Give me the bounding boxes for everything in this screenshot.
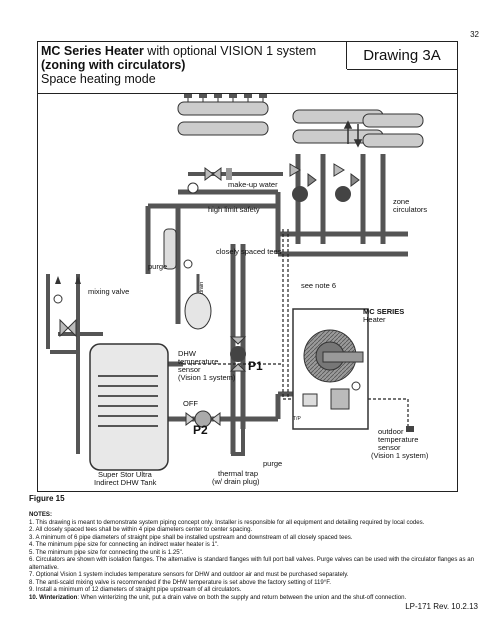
label-purge-1: purge [148,262,167,271]
label-dhw-1: DHW [178,349,197,358]
thermal-trap [231,429,245,456]
circulator-p1 [229,336,247,372]
note-5: 5. The minimum pipe size for connecting … [29,548,184,556]
note-6: 6. Circulators are shown with isolation … [29,556,474,571]
notes-section: NOTES: 1. This drawing is meant to demon… [29,511,474,601]
title-rest: with optional VISION 1 system [143,44,317,58]
notes-heading: NOTES: [29,511,53,518]
air-separator [163,228,193,270]
expansion-tank [184,274,212,330]
title-divider [346,42,347,69]
diagram-labels: make-up water high limit safety closely … [88,180,429,487]
label-purge-2: purge [263,459,282,468]
piping-diagram-svg: make-up water high limit safety closely … [46,94,429,487]
label-drain: drain [199,282,205,294]
zone-piping [148,154,408,257]
indirect-dhw-tank [46,274,169,471]
label-makeup-water: make-up water [228,180,278,189]
label-high-limit: high limit safety [208,205,260,214]
zone-radiators-top [177,94,424,148]
title-bold: MC Series Heater [41,44,144,58]
label-outdoor-2: temperature [378,435,418,444]
label-see-note: see note 6 [301,281,336,290]
label-outdoor-3: sensor [378,443,401,452]
label-trap-2: (w/ drain plug) [212,477,260,486]
zone-circulators [289,163,360,202]
label-zone-2: circulators [393,205,427,214]
note-8: 8. The anti-scald mixing valve is recomm… [29,578,331,586]
note-4: 4. The minimum pipe size for connecting … [29,541,219,548]
label-mixing-valve: mixing valve [88,287,129,296]
circulator-p2 [185,410,221,428]
title-line2: (zoning with circulators) [41,58,186,72]
label-tank-1: Super Stor Ultra [98,470,153,479]
mc-series-heater [292,308,369,430]
mixing-valve [53,276,81,338]
figure-label: Figure 15 [29,494,65,503]
piping-diagram: make-up water high limit safety closely … [37,94,458,492]
label-zone-1: zone [393,197,409,206]
note-3: 3. A minimum of 6 pipe diameters of stra… [29,533,353,541]
footer-revision: LP-171 Rev. 10.2.13 [405,602,478,611]
note-10-bold: 10. Winterization [29,593,78,601]
label-mc-series: MC SERIES [363,307,404,316]
note-7: 7. Optional Vision 1 system includes tem… [29,571,349,578]
label-tp: T/P [293,416,301,422]
title-line3: Space heating mode [41,72,156,86]
note-10: 10. Winterization: When winterizing the … [29,594,474,602]
note-10-text: : When winterizing the unit, put a drain… [77,593,407,601]
makeup-water-assembly [187,167,283,194]
note-1: 1. This drawing is meant to demonstrate … [29,518,425,526]
label-tank-2: Indirect DHW Tank [94,478,157,487]
title-block: MC Series Heater with optional VISION 1 … [37,41,458,94]
page-number: 32 [470,30,479,39]
label-heater: Heater [363,315,386,324]
title-line1: MC Series Heater with optional VISION 1 … [41,44,341,58]
label-off: OFF [183,399,198,408]
label-p2: P2 [193,423,208,437]
label-p1: P1 [248,359,263,373]
flow-arrows [343,120,363,148]
label-dhw-2: temperature [178,357,218,366]
label-dhw-3: sensor [178,365,201,374]
label-trap-1: thermal trap [218,469,258,478]
label-dhw-4: (Vision 1 system) [178,373,236,382]
label-closely-spaced: closely spaced tees [216,247,282,256]
outdoor-sensor [406,426,414,432]
label-outdoor-4: (Vision 1 system) [371,451,429,460]
title-text: MC Series Heater with optional VISION 1 … [41,44,341,86]
note-2: 2. All closely spaced tees shall be with… [29,526,253,533]
note-9: 9. Install a minimum of 12 diameters of … [29,586,242,593]
drawing-number: Drawing 3A [347,42,457,70]
label-outdoor-1: outdoor [378,427,404,436]
